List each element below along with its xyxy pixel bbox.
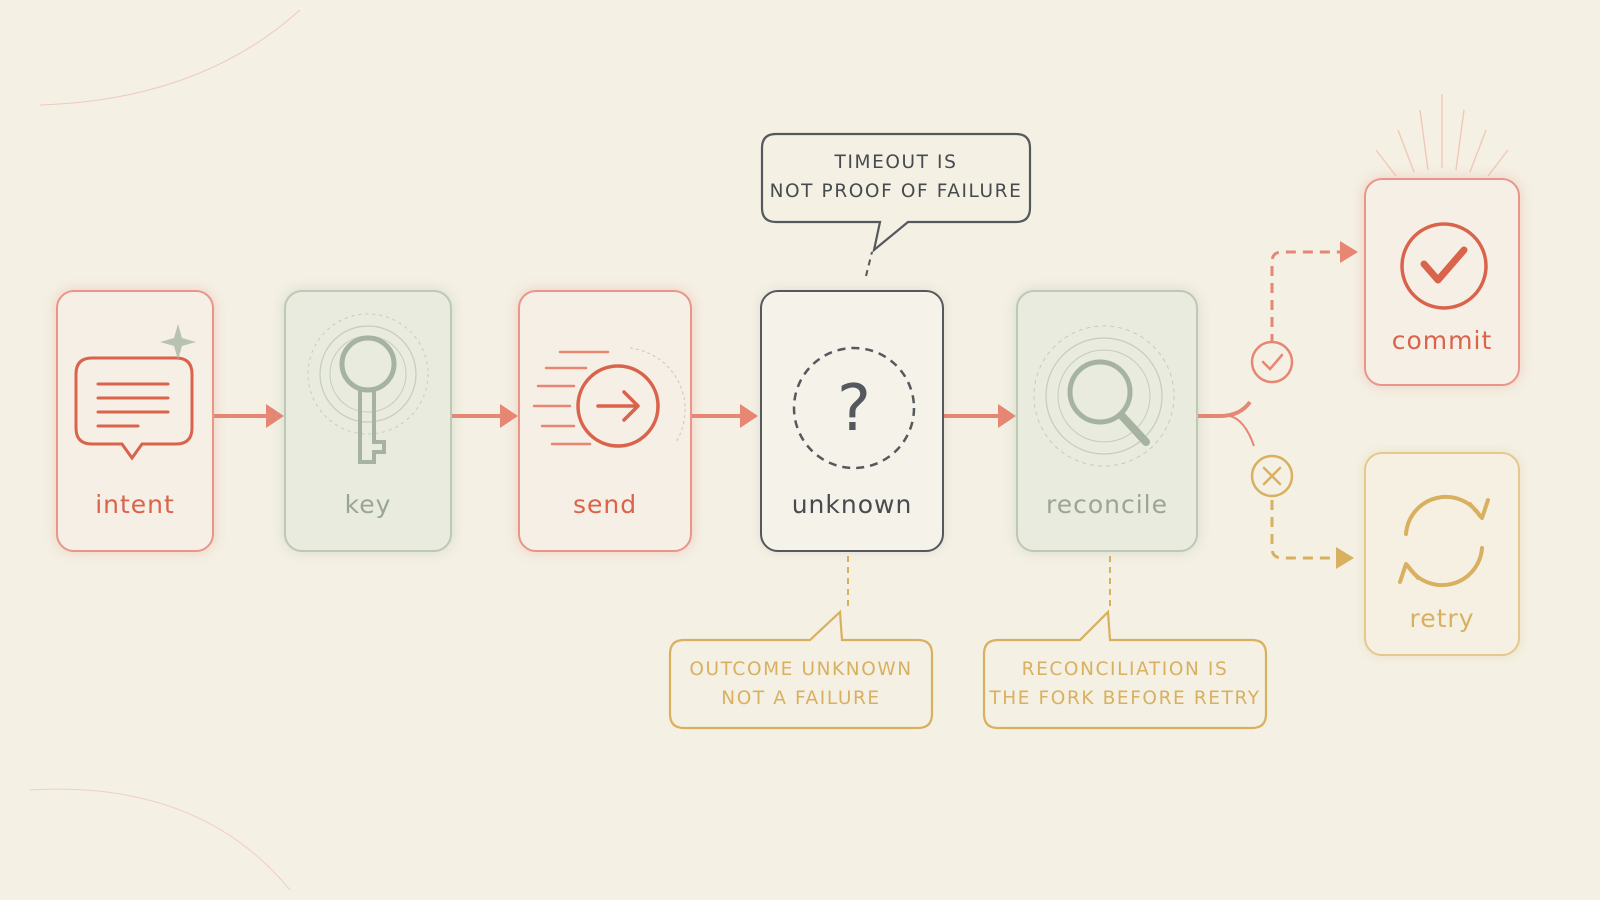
node-intent-label: intent <box>95 490 175 519</box>
node-commit: commit <box>1364 178 1520 386</box>
timeout-callout-line2: NOT PROOF OF FAILURE <box>769 181 1023 202</box>
node-key: key <box>284 290 452 552</box>
branch-retry-connector <box>1270 500 1354 569</box>
node-retry: retry <box>1364 452 1520 656</box>
node-intent: intent <box>56 290 214 552</box>
magnifier-icon <box>1033 325 1175 467</box>
outcome-callout-bubble <box>668 609 934 730</box>
arrow-unknown-reconcile <box>944 404 1016 428</box>
node-send-label: send <box>572 490 638 519</box>
refresh-icon <box>1398 494 1490 588</box>
branch-commit-connector <box>1270 241 1358 344</box>
decor-arc-top <box>39 9 301 106</box>
arrow-key-send <box>452 404 518 428</box>
chat-bubble-icon <box>74 324 196 461</box>
checkmark-icon <box>1400 222 1488 310</box>
node-unknown: ? unknown <box>760 290 944 552</box>
node-reconcile: reconcile <box>1016 290 1198 552</box>
node-unknown-label: unknown <box>791 490 913 519</box>
node-commit-label: commit <box>1391 326 1493 355</box>
arrow-intent-key <box>214 404 284 428</box>
arrow-send-unknown <box>692 404 758 428</box>
timeout-callout: TIMEOUT IS NOT PROOF OF FAILURE <box>762 148 1030 206</box>
commit-glow-rays <box>1375 94 1509 177</box>
timeout-callout-bubble <box>760 132 1032 253</box>
node-reconcile-label: reconcile <box>1045 490 1168 519</box>
timeout-callout-line1: TIMEOUT IS <box>834 152 958 173</box>
timeout-leader <box>865 251 873 277</box>
node-retry-label: retry <box>1409 604 1475 633</box>
node-send: send <box>518 290 692 552</box>
node-key-label: key <box>344 490 392 519</box>
reconciliation-callout-bubble <box>982 609 1268 730</box>
key-icon <box>307 313 429 464</box>
send-arrow-icon <box>532 347 686 448</box>
svg-text:?: ? <box>837 372 871 446</box>
question-icon: ? <box>792 346 916 470</box>
outcome-callout-line1: OUTCOME UNKNOWN <box>689 659 913 680</box>
reconciliation-callout-line1: RECONCILIATION IS <box>1021 659 1229 680</box>
outcome-callout-line2: NOT A FAILURE <box>721 688 881 709</box>
decor-arc-bottom <box>29 788 291 891</box>
reconciliation-callout-line2: THE FORK BEFORE RETRY <box>989 688 1261 709</box>
fork-connector <box>1198 400 1255 447</box>
check-badge-icon <box>1250 340 1294 384</box>
cross-badge-icon <box>1250 454 1294 498</box>
outcome-callout: OUTCOME UNKNOWN NOT A FAILURE <box>670 655 932 713</box>
reconciliation-callout: RECONCILIATION IS THE FORK BEFORE RETRY <box>984 655 1266 713</box>
